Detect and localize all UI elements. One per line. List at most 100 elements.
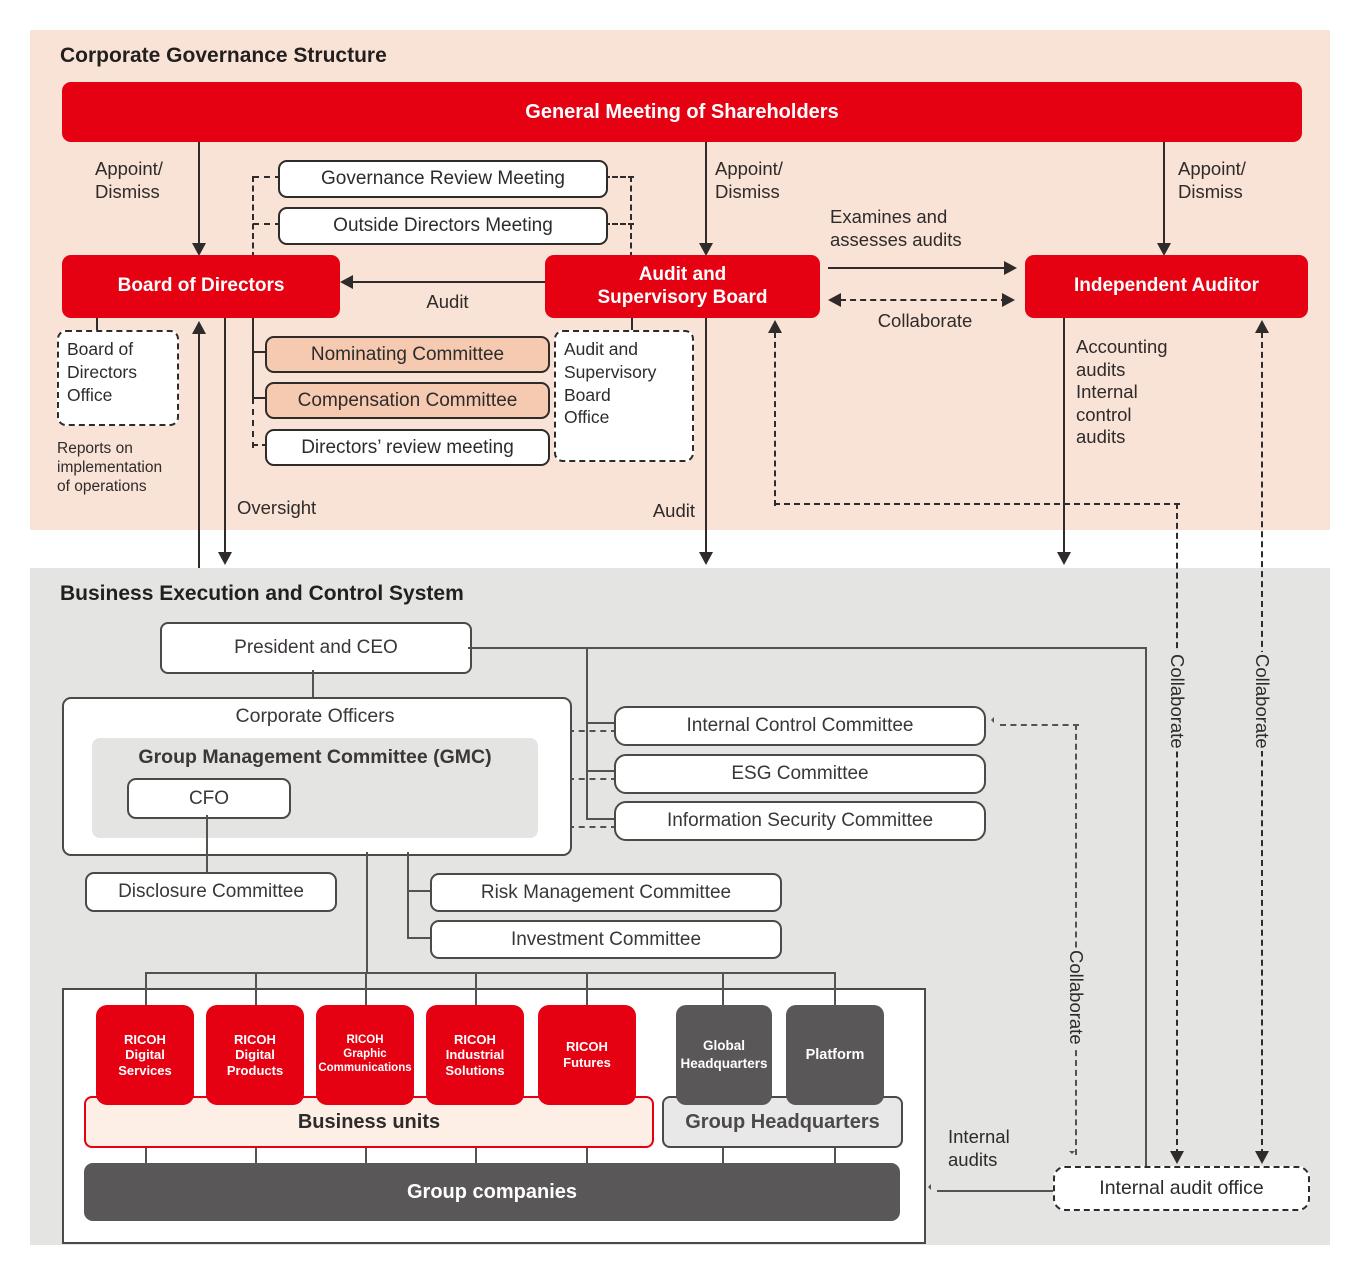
oversight-label: Oversight xyxy=(237,497,317,518)
nominating-stub xyxy=(252,351,265,353)
collabC-arrowhead-bottom xyxy=(1069,1151,1075,1157)
appoint-dismiss-label-mid: Appoint/ Dismiss xyxy=(715,158,783,202)
collaborate-arrowhead-right xyxy=(1002,293,1015,307)
investment-stub xyxy=(407,937,430,939)
collaborate-arrow-line xyxy=(840,299,1007,301)
risk-management-committee-box: Risk Management Committee xyxy=(430,873,782,912)
committees-vline xyxy=(586,647,588,820)
internal-audit-office-label: Internal audit office xyxy=(1099,1176,1264,1199)
gmc-label: Group Management Committee (GMC) xyxy=(138,746,492,768)
esg-committee-box: ESG Committee xyxy=(614,754,986,794)
collabA-vline-top xyxy=(774,332,776,506)
asb-office-box: Audit and Supervisory Board Office xyxy=(554,330,694,462)
collabA-hline xyxy=(774,503,1180,505)
directors-review-stub xyxy=(252,444,268,446)
corporate-officers-label: Corporate Officers xyxy=(235,705,395,727)
asb-audit-arrowhead xyxy=(699,552,713,565)
nominating-committee-box: Nominating Committee xyxy=(265,336,550,373)
collabA-arrowhead-top xyxy=(768,320,782,333)
reports-label: Reports on implementation of operations xyxy=(57,440,163,495)
compensation-stub xyxy=(252,397,265,399)
unit-ricoh-graphic-communications: RICOH Graphic Communications xyxy=(316,1005,414,1105)
president-office-line xyxy=(1145,647,1147,1167)
audit-arrowhead xyxy=(340,275,353,289)
investment-committee-box: Investment Committee xyxy=(430,920,782,959)
accounting-audits-line xyxy=(1063,318,1065,553)
board-committees-vline-dashed xyxy=(252,398,254,448)
outside-directors-meeting-box: Outside Directors Meeting xyxy=(278,207,608,245)
risk-investment-vline xyxy=(407,852,409,938)
icc-stub-dashed xyxy=(568,730,617,732)
audit-supervisory-board-box: Audit and Supervisory Board xyxy=(545,255,820,318)
reports-line xyxy=(198,333,200,568)
units-distribution-line xyxy=(146,972,835,974)
collaborate-v-label-b: Collaborate xyxy=(1250,652,1274,751)
appoint-arrowhead-mid xyxy=(699,243,713,256)
collabC-hline xyxy=(1000,724,1079,726)
information-security-committee-box: Information Security Committee xyxy=(614,801,986,841)
governance-review-meeting-box: Governance Review Meeting xyxy=(278,160,608,198)
appoint-dismiss-label-right: Appoint/ Dismiss xyxy=(1178,158,1246,202)
officers-main-drop xyxy=(366,852,368,972)
general-meeting-banner: General Meeting of Shareholders xyxy=(62,82,1302,142)
group-companies-bar: Group companies xyxy=(84,1163,900,1221)
oversight-arrowhead xyxy=(218,552,232,565)
global-headquarters-box: Global Headquarters xyxy=(676,1005,772,1105)
collabC-vline xyxy=(1075,724,1077,1155)
isc-stub-dashed xyxy=(568,826,617,828)
appoint-dismiss-label-left: Appoint/ Dismiss xyxy=(95,158,163,202)
cfo-disclosure-line xyxy=(206,815,208,872)
icc-stub-solid xyxy=(586,722,614,724)
asb-office-stub xyxy=(631,318,633,331)
isc-stub-solid xyxy=(586,818,614,820)
appoint-arrowhead-left xyxy=(192,243,206,256)
disclosure-committee-box: Disclosure Committee xyxy=(85,872,337,912)
board-of-directors-box: Board of Directors xyxy=(62,255,340,318)
unit-ricoh-digital-products: RICOH Digital Products xyxy=(206,1005,304,1105)
governance-section-title: Corporate Governance Structure xyxy=(60,44,387,67)
president-ceo-box: President and CEO xyxy=(160,622,472,674)
risk-stub xyxy=(407,890,430,892)
asb-audit-line xyxy=(705,318,707,553)
appoint-line-mid xyxy=(705,142,707,244)
collaborate-h-label: Collaborate xyxy=(877,310,973,331)
esg-stub-dashed xyxy=(568,778,617,780)
oversight-line xyxy=(224,318,226,553)
esg-stub-solid xyxy=(586,770,614,772)
internal-audits-line xyxy=(937,1190,1053,1192)
accounting-audits-label: Accounting audits Internal control audit… xyxy=(1076,336,1168,448)
internal-control-committee-box: Internal Control Committee xyxy=(614,706,986,746)
unit-ricoh-digital-services: RICOH Digital Services xyxy=(96,1005,194,1105)
examines-arrow-line xyxy=(828,267,1006,269)
collabA-arrowhead-bottom xyxy=(1170,1151,1184,1164)
examines-label: Examines and assesses audits xyxy=(830,206,962,250)
reports-arrowhead xyxy=(192,321,206,334)
meetings-dashed-vline-left xyxy=(252,176,254,258)
platform-box: Platform xyxy=(786,1005,884,1105)
meetings-dashed-vline-right xyxy=(630,176,632,258)
unit-ricoh-industrial-solutions: RICOH Industrial Solutions xyxy=(426,1005,524,1105)
collabB-arrowhead-top xyxy=(1255,320,1269,333)
appoint-line-left xyxy=(198,142,200,244)
internal-audits-label: Internal audits xyxy=(948,1126,1010,1170)
cfo-box: CFO xyxy=(127,778,291,819)
president-right-line xyxy=(468,647,1147,649)
directors-review-meeting-box: Directors’ review meeting xyxy=(265,429,550,466)
odm-stub-left xyxy=(253,223,281,225)
collabB-arrowhead-bottom xyxy=(1255,1151,1269,1164)
collaborate-v-label-c: Collaborate xyxy=(1064,948,1088,1047)
board-committees-vline-solid xyxy=(252,318,254,398)
collabA-vline-bottom xyxy=(1176,503,1178,1155)
compensation-committee-box: Compensation Committee xyxy=(265,382,550,419)
internal-audits-arrowhead xyxy=(925,1184,931,1190)
group-headquarters-label: Group Headquarters xyxy=(685,1110,880,1133)
grm-stub-left xyxy=(253,176,281,178)
audit-down-label: Audit xyxy=(652,500,695,521)
independent-auditor-box: Independent Auditor xyxy=(1025,255,1308,318)
unit-ricoh-futures: RICOH Futures xyxy=(538,1005,636,1105)
collabC-arrowhead-left xyxy=(988,717,994,723)
business-units-label: Business units xyxy=(297,1110,441,1133)
appoint-arrowhead-right xyxy=(1157,243,1171,256)
board-of-directors-office-box: Board of Directors Office xyxy=(57,330,179,426)
